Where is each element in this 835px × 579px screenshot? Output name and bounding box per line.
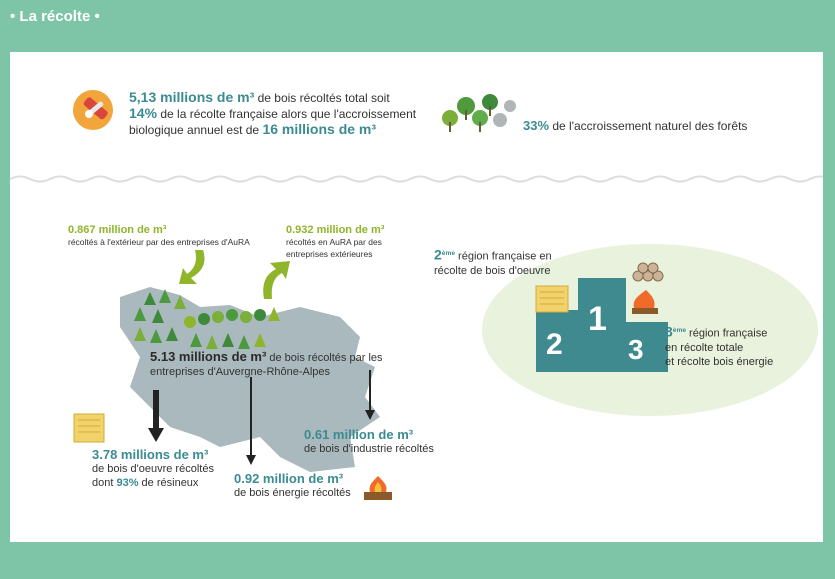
- podium-second-number: 2: [546, 328, 563, 361]
- rank-second-label: 2ème région française en récolte de bois…: [434, 246, 552, 277]
- rank-third-label: 3ème région française en récolte totale …: [665, 323, 774, 368]
- inbound-flow-label: 0.932 million de m³ récoltés en AuRA par…: [286, 224, 385, 259]
- wood-plank-icon: [73, 413, 105, 443]
- inbound-arrow: [179, 250, 205, 284]
- fire-icon: [364, 476, 392, 500]
- oeuvre-arrow: [148, 390, 164, 442]
- podium-third-number: 3: [628, 334, 644, 365]
- forest-icon: [442, 94, 516, 132]
- outbound-arrow: [263, 261, 290, 299]
- industrie-label: 0.61 million de m³ de bois d'industrie r…: [304, 427, 434, 456]
- top-left-text: 5,13 millions de m³ de bois récoltés tot…: [129, 89, 417, 138]
- outbound-flow-label: 0.867 million de m³ récoltés à l'extérie…: [68, 224, 250, 247]
- top-right-text: 33% de l'accroissement naturel des forêt…: [523, 118, 748, 133]
- wavy-separator: [10, 175, 823, 183]
- oeuvre-label: 3.78 millions de m³ de bois d'oeuvre réc…: [92, 447, 214, 490]
- energie-label: 0.92 million de m³ de bois énergie récol…: [234, 471, 351, 500]
- chainsaw-icon: [73, 90, 113, 130]
- map-label: 5.13 millions de m³ de bois récoltés par…: [150, 349, 383, 379]
- industrie-arrow: [365, 370, 375, 420]
- page-title: • La récolte •: [10, 8, 100, 25]
- energie-arrow: [246, 377, 256, 465]
- podium: [535, 262, 668, 372]
- podium-first-number: 1: [588, 300, 607, 338]
- trees: [134, 289, 280, 349]
- content-panel: 5,13 millions de m³ de bois récoltés tot…: [10, 52, 823, 542]
